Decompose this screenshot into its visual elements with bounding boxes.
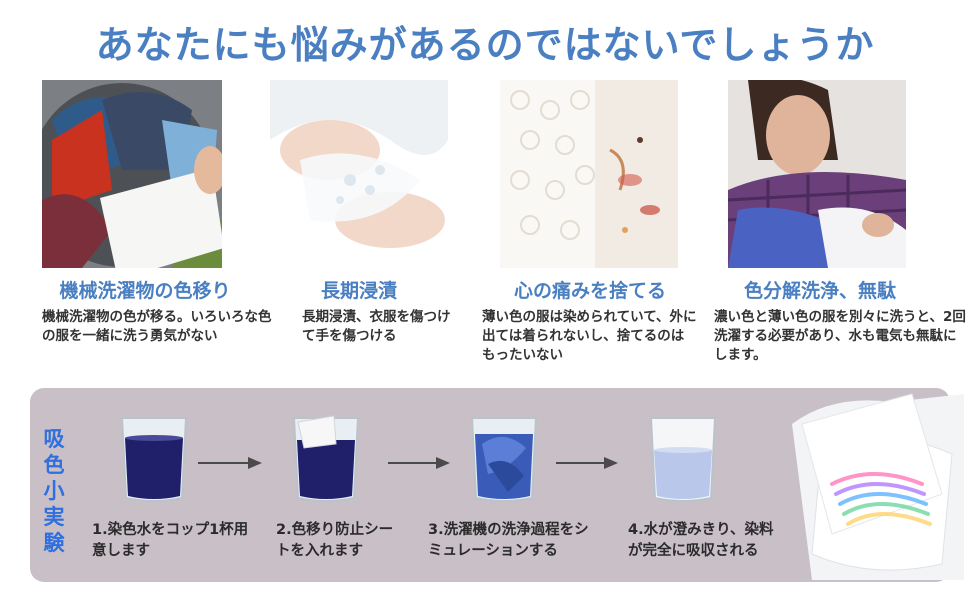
- problem-title-soaking: 長期浸漬: [320, 280, 397, 302]
- problem-desc-soaking: 長期浸漬、衣服を傷つけて手を傷つける: [302, 309, 451, 344]
- beaker-clear-water: [649, 417, 717, 502]
- tired-woman-photo: [728, 80, 906, 268]
- beaker-dye-water: [120, 417, 188, 502]
- problem-title-color-transfer: 機械洗濯物の色移り: [59, 280, 231, 302]
- arrow-right-icon: [388, 457, 450, 469]
- color-catcher-sheet-image: [792, 393, 964, 580]
- experiment-label: 吸色小実験: [43, 427, 65, 555]
- arrow-right-icon: [556, 457, 618, 469]
- problem-title-separate-wash: 色分解洗浄、無駄: [743, 280, 896, 302]
- step-4-label: 4.水が澄みきり、染料が完全に吸収される: [628, 522, 774, 559]
- step-3-label: 3.洗濯機の洗浄過程をシミュレーションする: [428, 522, 589, 559]
- problem-desc-separate-wash: 濃い色と薄い色の服を別々に洗うと、2回洗濯する必要があり、水も電気も無駄にします…: [714, 309, 966, 363]
- step-2-label: 2.色移り防止シートを入れます: [276, 522, 394, 559]
- tired-woman-image: [728, 80, 906, 268]
- page-title: あなたにも悩みがあるのではないでしょうか: [95, 23, 875, 67]
- beaker-with-sheet: [292, 415, 360, 502]
- problem-desc-color-transfer: 機械洗濯物の色が移る。いろいろな色の服を一緒に洗う勇気がない: [42, 309, 272, 344]
- problem-desc-discard: 薄い色の服は染められていて、外に出ては着られないし、捨てるのはもったいない: [482, 309, 697, 363]
- soaking-clothes-photo: [270, 80, 448, 268]
- step-1-label: 1.染色水をコップ1杯用意します: [92, 522, 249, 559]
- problem-title-discard: 心の痛みを捨てる: [513, 280, 666, 302]
- stained-lace-photo: [500, 80, 678, 268]
- washing-machine-image: [42, 80, 222, 268]
- soaking-clothes-image: [270, 80, 448, 268]
- beaker-washing-simulation: [470, 417, 538, 502]
- stained-lace-image: [500, 80, 678, 268]
- washing-machine-photo: [42, 80, 222, 268]
- arrow-right-icon: [198, 457, 262, 469]
